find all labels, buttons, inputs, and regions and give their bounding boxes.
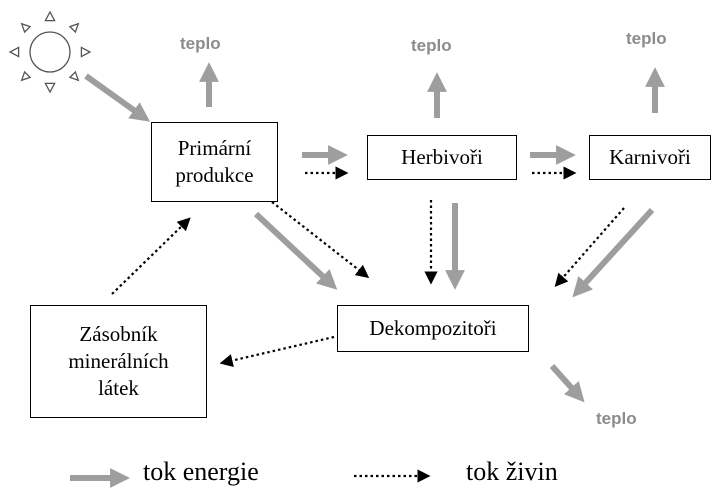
node-mineral-pool: Zásobník minerálních látek xyxy=(30,305,207,418)
node-carnivores-label: Karnivoři xyxy=(609,145,691,169)
node-mineral-pool-line3: látek xyxy=(98,376,139,400)
node-primary-production: Primární produkce xyxy=(151,122,278,202)
heat-label-decomposers: teplo xyxy=(596,409,637,428)
nutrient-arrow-decomposers-to-mineral-pool xyxy=(219,335,335,367)
nutrient-arrow-carnivores-to-decomposers xyxy=(554,207,625,287)
node-mineral-pool-line1: Zásobník xyxy=(79,322,158,346)
node-carnivores: Karnivoři xyxy=(589,135,711,180)
heat-label-carnivores: teplo xyxy=(626,29,667,48)
energy-arrow-sun-to-primary xyxy=(84,73,151,122)
node-mineral-pool-line2: minerálních xyxy=(68,349,169,373)
heat-arrow-decomposers xyxy=(549,363,585,403)
node-herbivores-label: Herbivoři xyxy=(401,145,483,169)
heat-label-herbivores: teplo xyxy=(411,36,452,55)
nutrient-arrow-mineral-pool-to-primary xyxy=(111,217,191,295)
node-herbivores: Herbivoři xyxy=(367,135,517,180)
node-primary-production-line2: produkce xyxy=(175,163,254,187)
energy-arrow-carnivores-to-decomposers xyxy=(572,207,655,298)
node-decomposers: Dekompozitoři xyxy=(337,305,529,352)
node-primary-production-line1: Primární xyxy=(177,136,252,160)
heat-label-primary: teplo xyxy=(180,34,221,53)
node-decomposers-label: Dekompozitoři xyxy=(369,316,497,340)
sun-icon xyxy=(8,10,92,94)
legend-nutrient-label: tok živin xyxy=(466,457,558,486)
energy-arrow-primary-to-decomposers xyxy=(253,211,338,290)
legend-energy-label: tok energie xyxy=(143,457,259,486)
